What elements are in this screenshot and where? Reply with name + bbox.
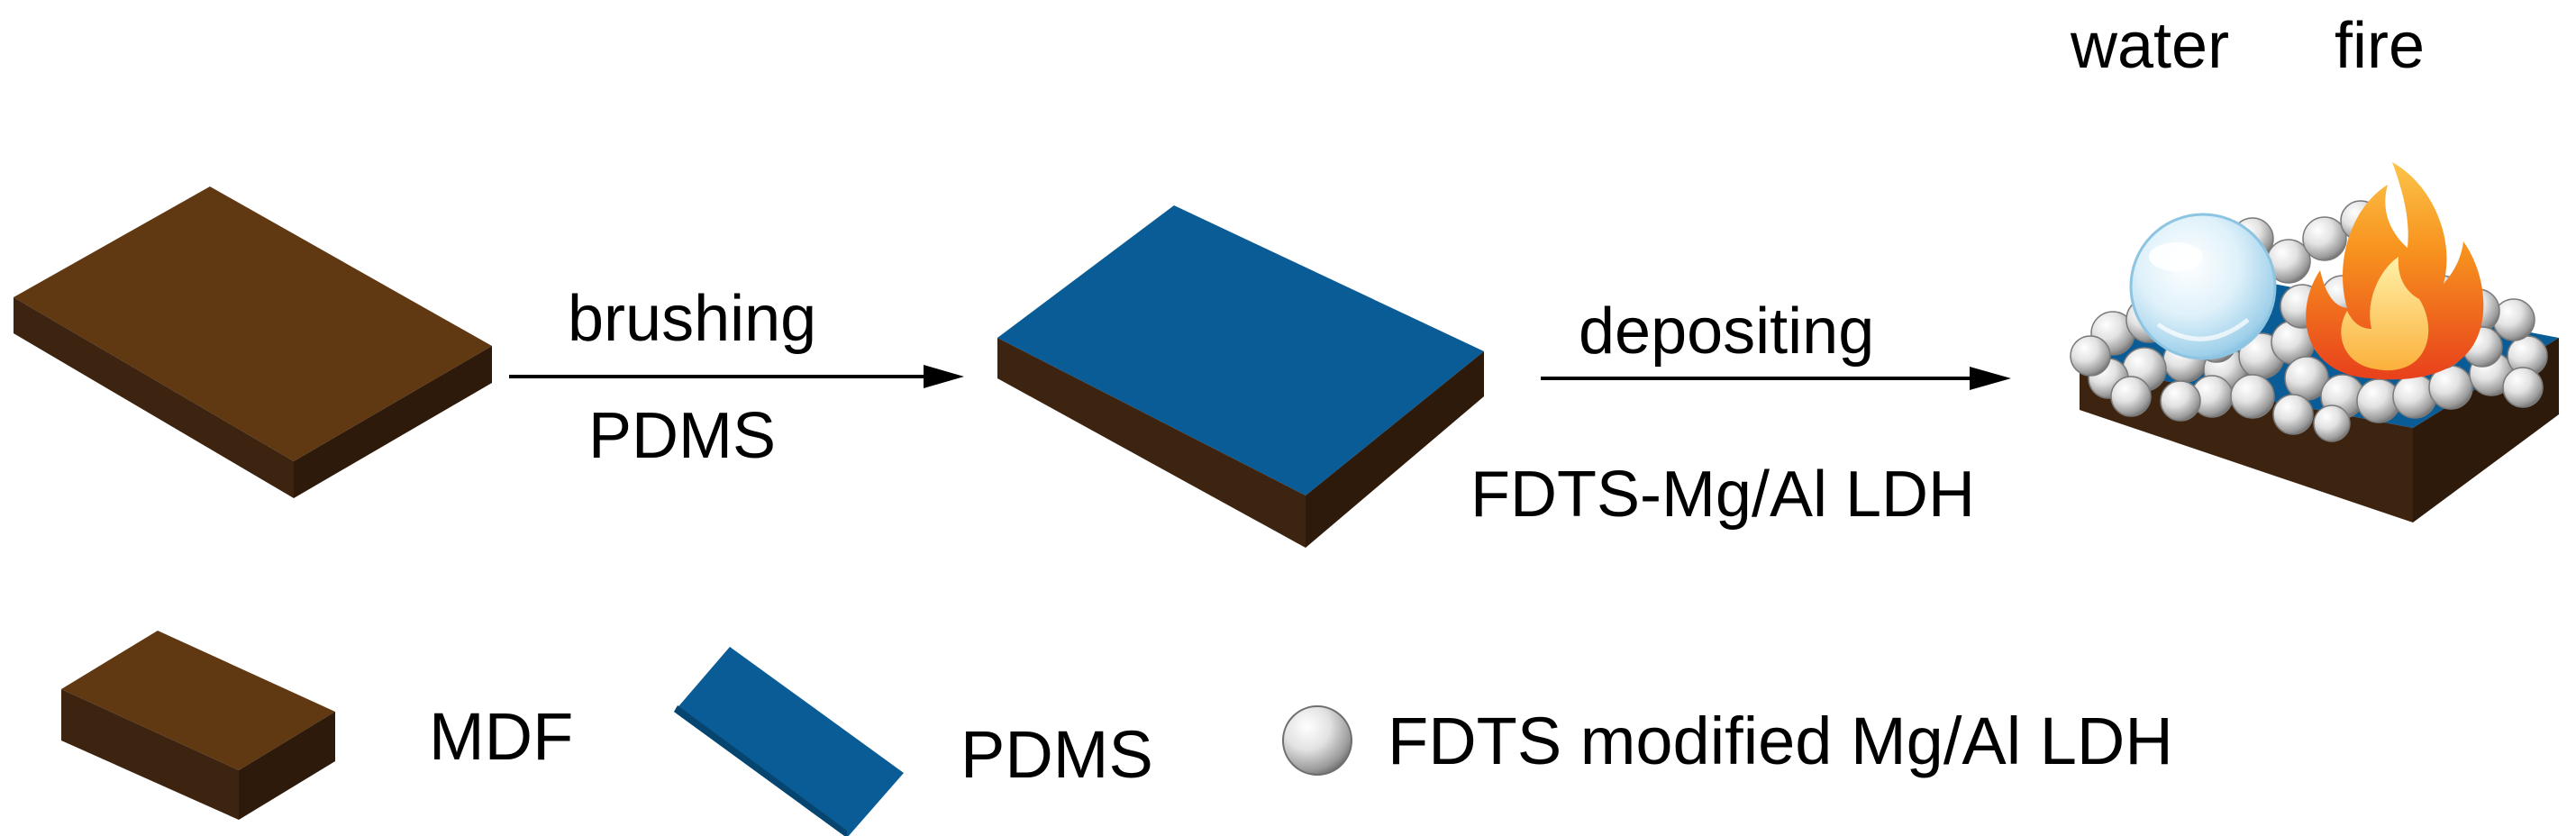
ldh-sphere <box>2160 380 2201 422</box>
legend-pdms-icon <box>674 647 904 836</box>
ldh-sphere <box>2302 216 2347 261</box>
ldh-sphere <box>2313 404 2351 442</box>
label-brushing: brushing <box>568 283 816 355</box>
label-depositing: depositing <box>1579 295 1874 368</box>
water-droplet-icon <box>2129 213 2277 360</box>
pdms-layer-top <box>997 205 1484 495</box>
flame-icon <box>2306 162 2484 380</box>
arrow-brushing <box>509 365 964 388</box>
final-product <box>2070 162 2559 522</box>
legend-sphere-icon <box>1282 705 1352 776</box>
label-fdts-ldh: FDTS-Mg/Al LDH <box>1470 459 1975 531</box>
legend: MDF PDMS FDTS modified Mg/Al LDH <box>61 631 2173 836</box>
mdf-board-side <box>294 346 492 498</box>
mdf-board-front <box>14 297 294 498</box>
label-water: water <box>2070 10 2229 82</box>
mdf-board-top <box>14 186 492 461</box>
ldh-sphere <box>2502 367 2544 408</box>
legend-ldh-label: FDTS modified Mg/Al LDH <box>1388 704 2173 778</box>
legend-pdms-label: PDMS <box>960 717 1153 792</box>
arrow-depositing <box>1541 367 2011 390</box>
label-fire: fire <box>2335 10 2425 82</box>
mdf-board <box>14 186 492 498</box>
ldh-sphere <box>2070 335 2111 377</box>
legend-mdf-label: MDF <box>429 699 573 774</box>
coated-board-front <box>997 338 1306 548</box>
pdms-coated-board <box>997 205 1484 548</box>
legend-mdf-icon <box>61 631 335 820</box>
coated-board-side <box>1306 351 1484 548</box>
ldh-sphere <box>2272 394 2314 435</box>
ldh-sphere <box>2230 374 2275 419</box>
ldh-sphere <box>2110 376 2152 417</box>
label-pdms-step1: PDMS <box>588 400 776 472</box>
